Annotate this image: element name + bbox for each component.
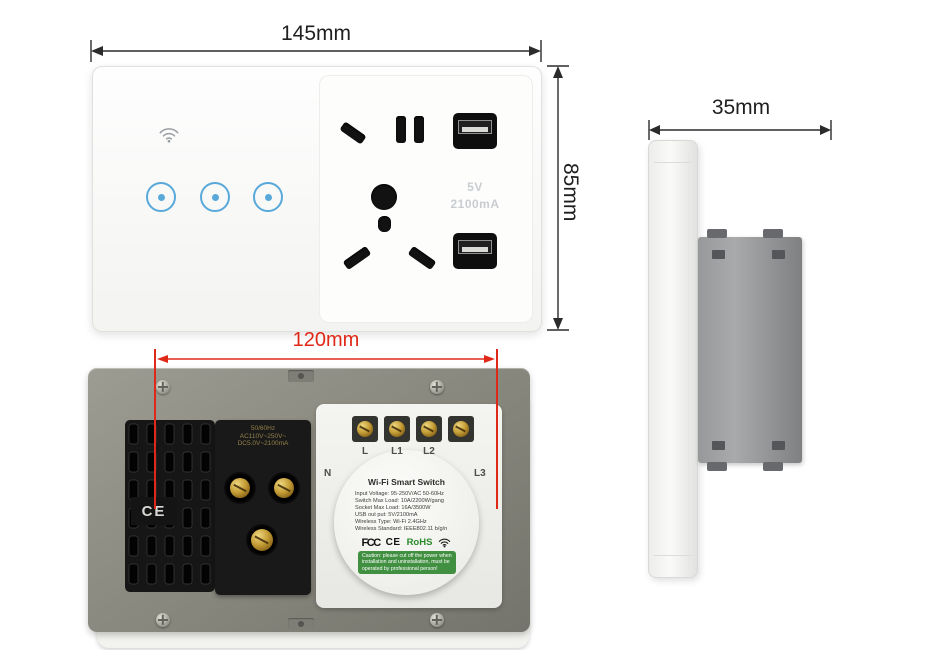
wifi-cert-icon (439, 538, 451, 548)
ce-mark: CE (131, 497, 177, 525)
spec-line: USB out put: 5V/2100mA (355, 511, 418, 518)
socket-hole-top-vertical-2 (414, 116, 424, 143)
wifi-indicator-icon (159, 128, 179, 143)
touch-button-dot (157, 193, 165, 201)
panel-edge-line (688, 151, 689, 569)
socket-hole-round (371, 184, 397, 210)
terminal-label-l1: L1 (391, 446, 403, 457)
spec-line: Wireless Standard: IEEE802.11 b/g/n (355, 525, 448, 532)
socket-face-panel (319, 75, 533, 323)
terminal-label-n: N (324, 468, 332, 479)
side-depth-dimension-label: 35mm (711, 96, 771, 119)
usb-connector-tongue (462, 127, 488, 132)
spec-line: Input Voltage: 95-250V/AC 50-60Hz (355, 491, 444, 497)
terminal-screw (230, 478, 250, 498)
touch-button-3 (253, 182, 283, 212)
socket-rating-line: DC5.0V~2100mA (237, 440, 289, 447)
front-width-dimension-label: 145mm (280, 22, 352, 45)
usb-connector-tongue (462, 247, 488, 252)
mounting-clip (763, 229, 783, 238)
mounting-screw (156, 380, 170, 394)
panel-edge-line (654, 162, 692, 163)
socket-rating-label: 50/60Hz AC110V~250V~ DC5.0V~2100mA (218, 425, 308, 448)
mounting-distance-marker-right (496, 349, 498, 509)
usb-port-bottom (453, 233, 497, 269)
module-specs: Input Voltage: 95-250V/AC 50-60Hz Switch… (355, 491, 463, 532)
side-view-glass-panel (648, 140, 698, 578)
fcc-logo: FCC (361, 536, 382, 549)
terminal-label-l3: L3 (474, 468, 486, 479)
box-vent-slot (712, 441, 725, 450)
usb-port-top (453, 113, 497, 149)
terminal-screw (453, 421, 469, 437)
terminal-recess (268, 472, 300, 504)
socket-rear-module: 50/60Hz AC110V~250V~ DC5.0V~2100mA (215, 420, 311, 595)
back-width-dimension-label: 120mm (292, 329, 360, 351)
spec-line: Wireless Type: Wi-Fi 2.4GHz (355, 518, 427, 525)
front-view-plate: 5V 2100mA (92, 66, 542, 332)
touch-button-dot (211, 193, 219, 201)
mounting-screw (430, 613, 444, 627)
socket-hole-small (378, 216, 391, 232)
certification-row: FCC CE RoHS (334, 535, 479, 550)
caution-label: Caution: please cut off the power when i… (358, 551, 456, 574)
terminal-screw (251, 529, 273, 551)
usb-volts: 5V (467, 180, 483, 194)
smart-switch-round-module: Wi-Fi Smart Switch Input Voltage: 95-250… (334, 450, 479, 595)
front-width-dimension-arrows (90, 40, 542, 62)
terminal-label-l: L (361, 446, 369, 457)
wiring-terminal (352, 416, 378, 442)
wiring-terminal (448, 416, 474, 442)
touch-button-2 (200, 182, 230, 212)
touch-button-dot (264, 193, 272, 201)
terminal-screw (389, 421, 405, 437)
usb-rating-label: 5V 2100mA (445, 179, 505, 213)
terminal-screw (421, 421, 437, 437)
side-view-mounting-box (698, 229, 802, 471)
mounting-clip (763, 462, 783, 471)
terminal-recess (224, 472, 256, 504)
back-view-plate: CE 50/60Hz AC110V~250V~ DC5.0V~2100mA (88, 368, 530, 632)
switch-rear-module: Wi-Fi Smart Switch Input Voltage: 95-250… (316, 404, 502, 608)
spec-line: Switch Max Load: 10A/2200W/gang (355, 497, 444, 504)
socket-rating-line: 50/60Hz (250, 425, 276, 432)
mounting-screw (430, 380, 444, 394)
box-vent-slot (712, 250, 725, 259)
spec-line: Socket Max Load: 16A/3500W (355, 504, 431, 511)
mounting-screw (156, 613, 170, 627)
front-height-dimension-label: 85mm (559, 163, 582, 222)
box-vent-slot (772, 250, 785, 259)
rohs-logo: RoHS (406, 537, 433, 548)
front-height-dimension-arrows (547, 65, 569, 331)
usb-current: 2100mA (450, 197, 500, 211)
mounting-clip (707, 462, 727, 471)
terminal-screw (357, 421, 373, 437)
terminal-label-l2: L2 (423, 446, 435, 457)
mounting-distance-marker-left (154, 349, 156, 509)
socket-rating-line: AC110V~250V~ (239, 432, 287, 440)
panel-edge-line (654, 555, 692, 556)
module-title: Wi-Fi Smart Switch (368, 477, 445, 487)
ce-logo: CE (385, 537, 401, 548)
socket-hole-top-vertical-1 (396, 116, 406, 143)
wiring-terminal (416, 416, 442, 442)
touch-button-1 (146, 182, 176, 212)
terminal-recess (246, 524, 278, 556)
mounting-clip (707, 229, 727, 238)
back-width-dimension-arrows (157, 355, 495, 363)
wiring-terminal (384, 416, 410, 442)
side-depth-dimension-arrows (648, 120, 832, 140)
mounting-tab (288, 370, 314, 382)
box-vent-slot (772, 441, 785, 450)
terminal-screw (274, 478, 294, 498)
mounting-tab (288, 618, 314, 630)
